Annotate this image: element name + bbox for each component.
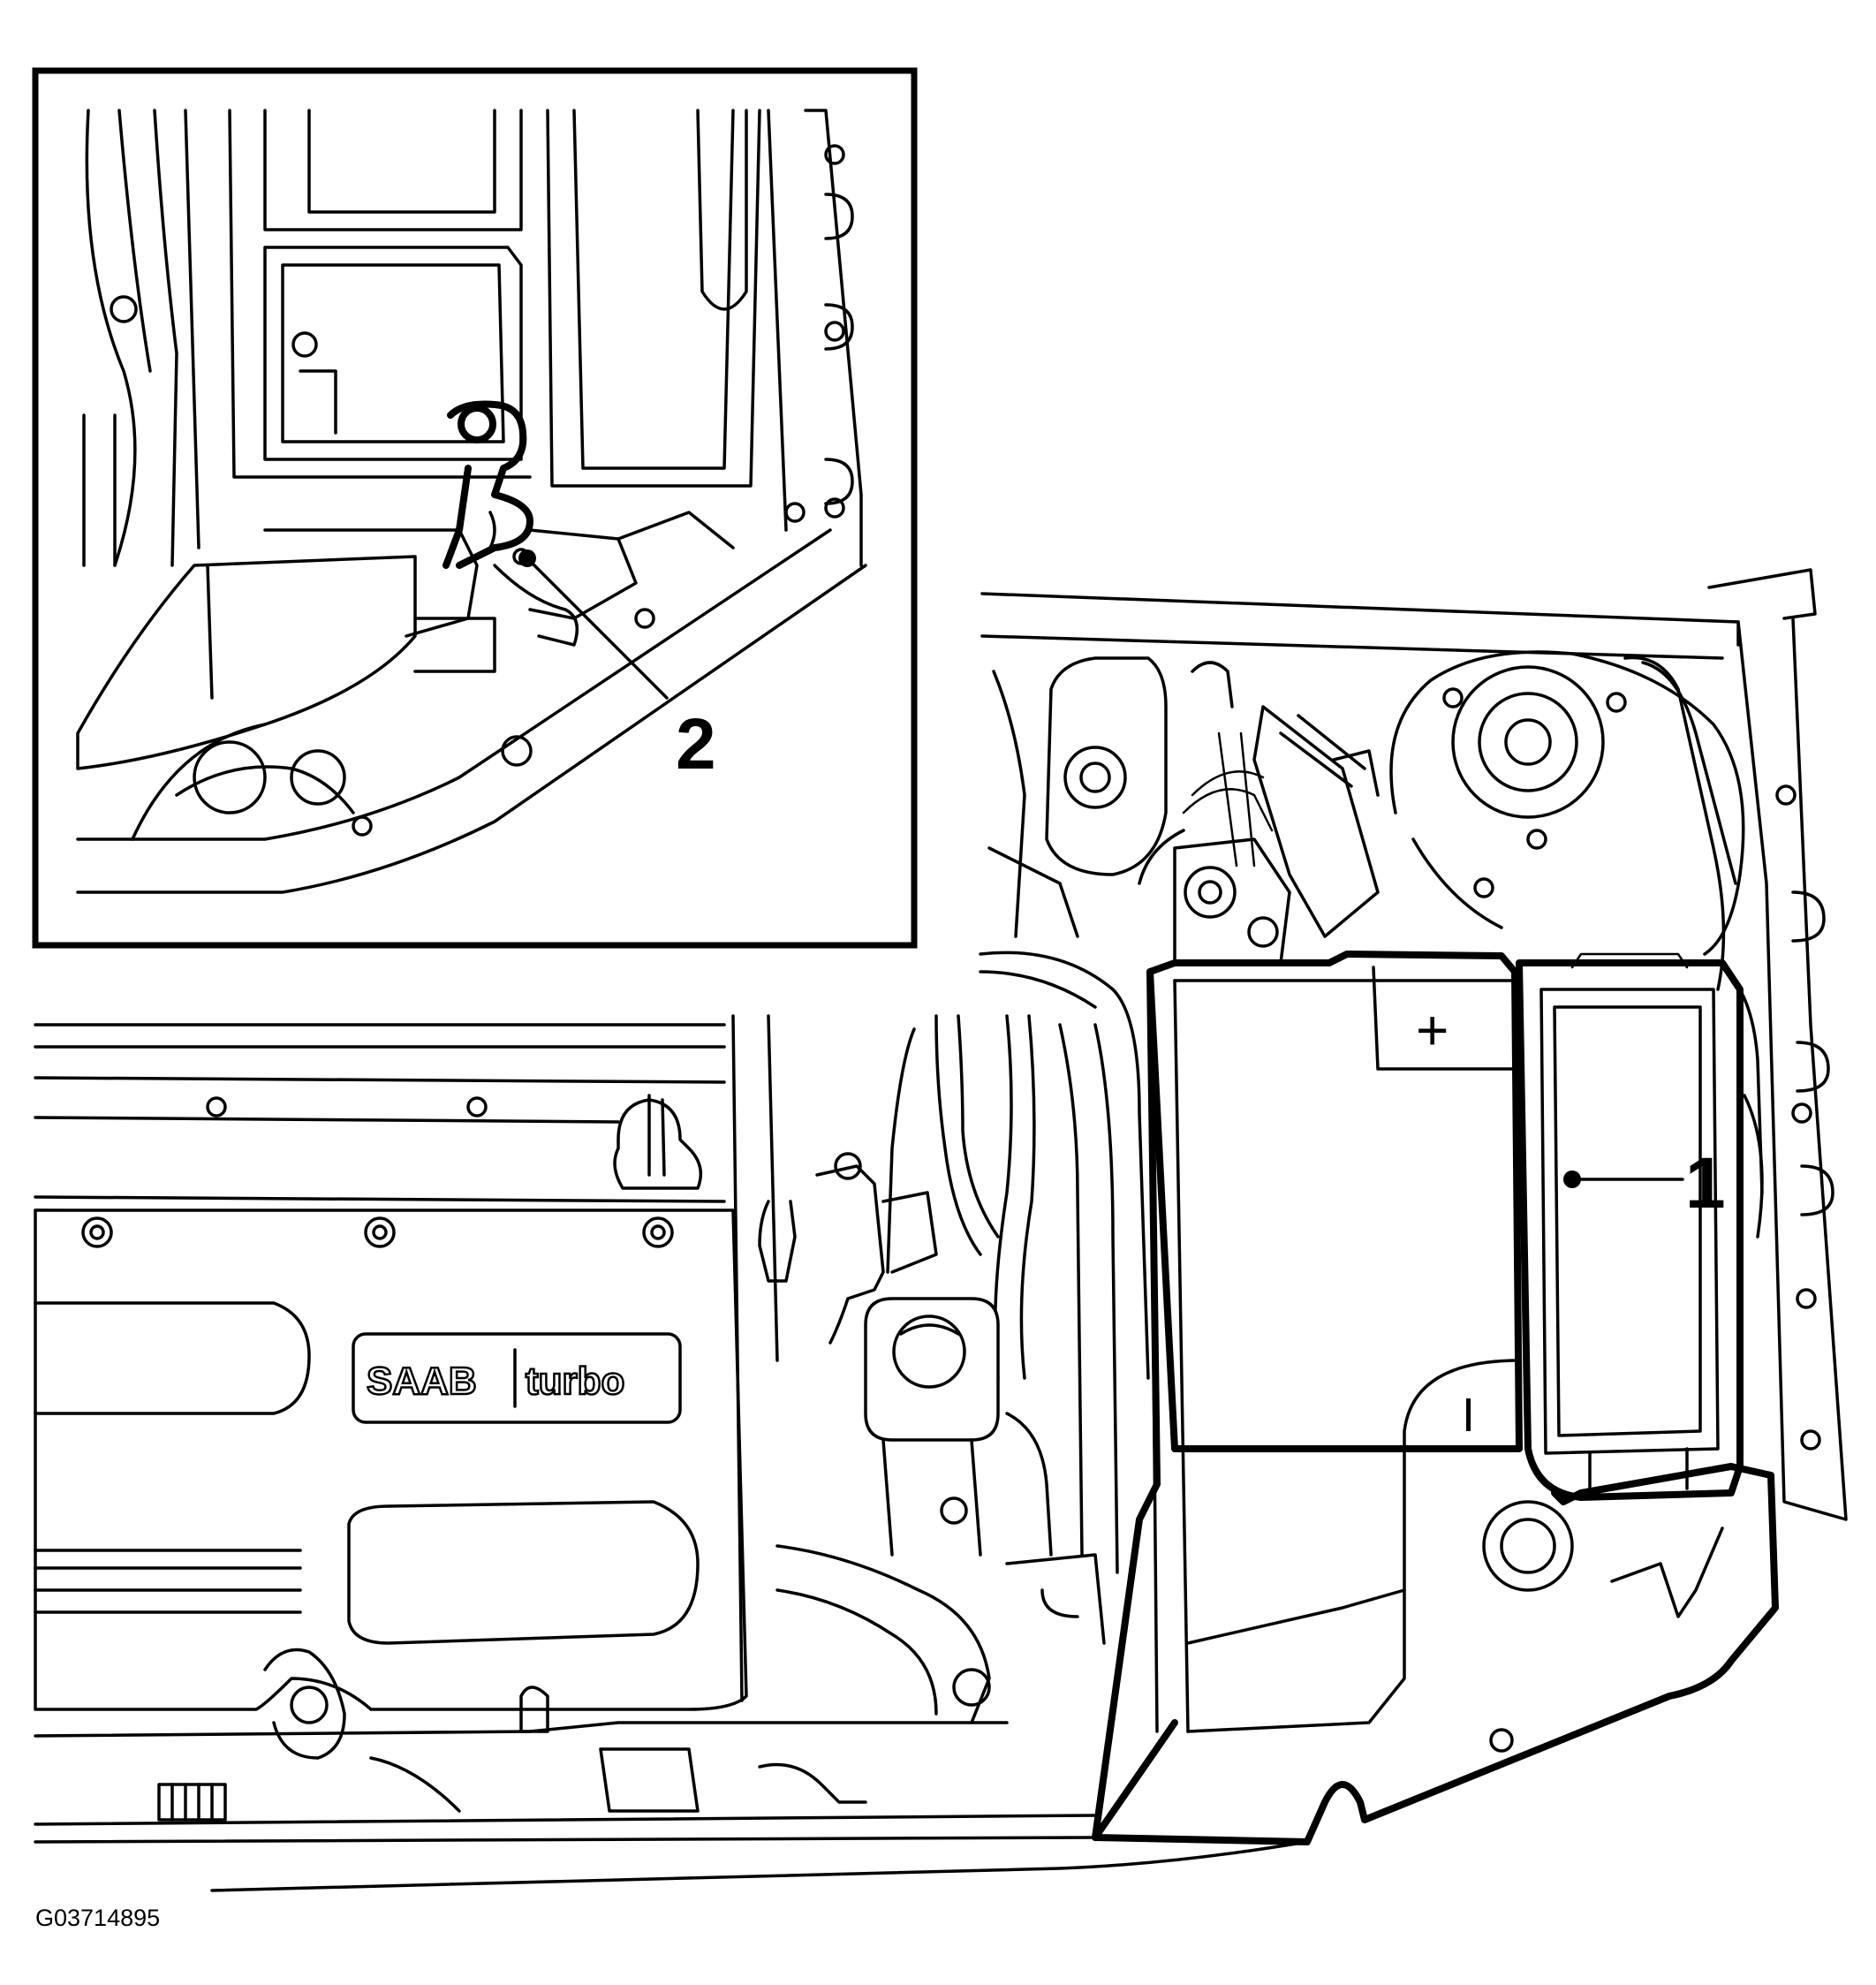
callout-1-dot bbox=[1563, 1171, 1581, 1188]
strut-tower bbox=[1389, 650, 1745, 956]
battery-minus-terminal: I bbox=[1462, 1389, 1475, 1442]
callout-2-leader bbox=[528, 559, 669, 700]
badge-plate bbox=[352, 1332, 682, 1424]
battery-plus-terminal: + bbox=[1416, 998, 1449, 1062]
fuse-relay-box-cover bbox=[1516, 952, 1744, 1501]
engine-cover: SAAB turbo bbox=[34, 1023, 748, 1711]
battery: + I bbox=[1146, 951, 1574, 1733]
abs-module bbox=[1138, 661, 1380, 965]
main-view: + I 1 bbox=[34, 568, 1848, 1892]
detail-inset: 2 bbox=[32, 67, 918, 949]
badge-turbo: turbo bbox=[526, 1360, 624, 1403]
inset-frame bbox=[32, 67, 918, 949]
figure-id: G03714895 bbox=[35, 1905, 160, 1931]
callout-2-label: 2 bbox=[676, 704, 716, 784]
callout-1-label: 1 bbox=[1685, 1143, 1726, 1224]
badge-saab: SAAB bbox=[367, 1360, 477, 1403]
fastener-clip bbox=[443, 400, 533, 569]
